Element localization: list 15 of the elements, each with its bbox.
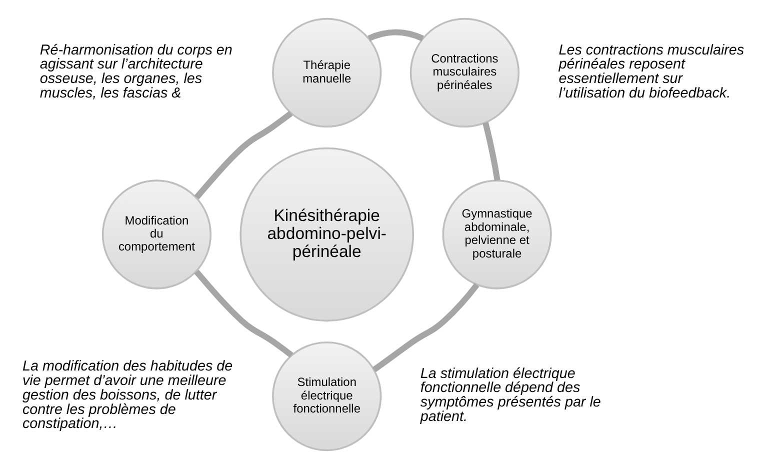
label: La stimulation électrique fonctionnelle dépend des symptômes présentés par le patient. <box>420 365 601 424</box>
connector <box>482 121 500 180</box>
node-circle: Contractions musculaires périnéales <box>410 17 520 128</box>
node-circle: Kinésithérapie abdomino-pelvi-périnéale <box>240 146 414 322</box>
label: La modification des habitudes de vie permet d’avoir une meilleure gestion des boissons, de lutter contre les problèmes de constipation,… <box>22 358 233 432</box>
node-circle: Thérapie manuelle <box>272 17 382 128</box>
node-circle: Modification du comportement <box>102 179 212 289</box>
connector <box>368 28 424 41</box>
connector <box>372 282 480 372</box>
connector <box>194 110 293 199</box>
connector <box>194 269 294 358</box>
node-circle: Gymnastique abdominale, pelvienne et posturale <box>442 179 552 289</box>
label: Ré-harmonisation du corps en agissant sur l’architecture osseuse, les organes, les muscles, les fascias & <box>40 42 232 101</box>
node-circle: Stimulation électrique fonctionnelle <box>272 340 382 451</box>
label: Les contractions musculaires périnéales reposent essentiellement sur l’utilisation du biofeedback. <box>558 42 744 101</box>
